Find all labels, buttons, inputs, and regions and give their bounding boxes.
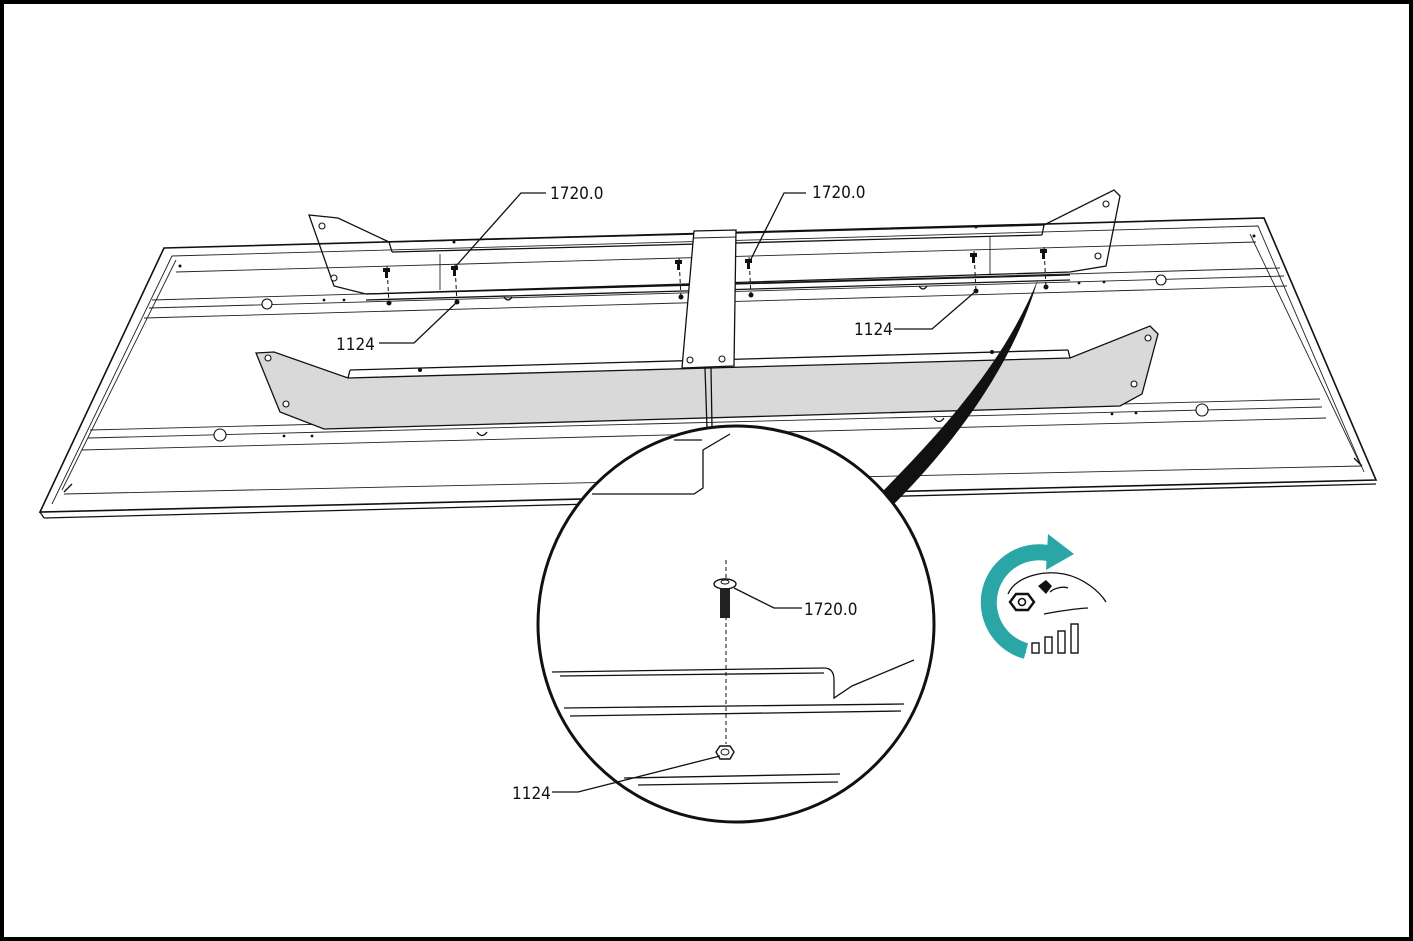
- callout-screw-right: 1720.0: [812, 183, 866, 203]
- screw-3: [675, 257, 682, 299]
- torque-bars-icon: [1020, 623, 1079, 654]
- hand-tighten-wrench-icon: [980, 534, 1107, 659]
- callout-screw-left: 1720.0: [550, 184, 604, 204]
- callout-nut-right: 1124: [854, 320, 893, 340]
- detail-view: [536, 424, 936, 824]
- leader-lines: [379, 192, 977, 344]
- callout-detail-screw: 1720.0: [804, 600, 858, 620]
- detail-nut: [715, 745, 735, 760]
- screw-2: [451, 263, 458, 305]
- assembly-drawing: 1720.0 1720.0 1124 1124 1720.0 1124: [38, 183, 1378, 824]
- detail-pointer: [882, 279, 1038, 504]
- callout-nut-left: 1124: [336, 335, 375, 355]
- screw-1: [383, 265, 390, 305]
- screw-4: [745, 256, 752, 297]
- callout-detail-nut: 1124: [512, 784, 551, 804]
- highlighted-bracket: [255, 325, 1159, 430]
- centre-strut: [681, 229, 737, 429]
- screw-5: [970, 250, 977, 293]
- screw-set: [383, 246, 1049, 306]
- detail-screw: [713, 578, 737, 618]
- screw-6: [1040, 246, 1047, 289]
